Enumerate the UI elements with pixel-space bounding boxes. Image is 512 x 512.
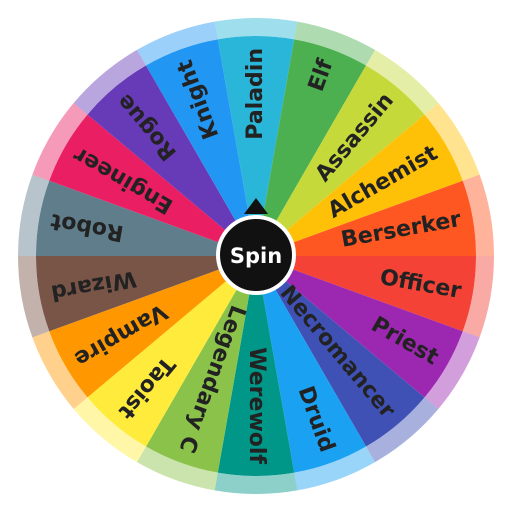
wheel-rim-segment bbox=[462, 256, 494, 338]
wheel-rim-segment bbox=[462, 174, 494, 256]
wheel-rim-segment bbox=[366, 397, 439, 463]
wheel-segment-label: Werewolf bbox=[244, 347, 269, 464]
wheel-segment[interactable] bbox=[87, 256, 257, 447]
wheel-rim-segment bbox=[18, 174, 50, 256]
wheel-segment[interactable] bbox=[256, 256, 463, 398]
wheel-segment[interactable] bbox=[256, 65, 425, 256]
wheel-rim-segment bbox=[214, 472, 298, 495]
wheel-segment[interactable] bbox=[256, 256, 366, 473]
wheel-rim-segment bbox=[294, 21, 375, 66]
wheel-rim-segment bbox=[294, 446, 375, 491]
wheel-segment[interactable] bbox=[146, 256, 256, 473]
wheel-segment[interactable] bbox=[217, 36, 295, 257]
wheel-rim-segment bbox=[214, 18, 298, 40]
wheel-rim-segment bbox=[137, 21, 218, 66]
wheel-segment[interactable] bbox=[256, 180, 476, 256]
wheel-rim-segment bbox=[137, 446, 218, 491]
spin-button[interactable]: Spin bbox=[216, 198, 296, 295]
wheel-rim-segment bbox=[424, 331, 480, 409]
wheel-segment[interactable] bbox=[36, 256, 256, 332]
wheel-segment[interactable] bbox=[49, 114, 256, 256]
wheel-segment[interactable] bbox=[49, 256, 256, 398]
spin-button-label[interactable]: Spin bbox=[230, 244, 282, 268]
wheel-rim-segment bbox=[32, 103, 88, 181]
wheel-segment-label: Paladin bbox=[243, 48, 268, 140]
wheel-segment[interactable] bbox=[146, 39, 256, 257]
wheel-rim-segment bbox=[32, 331, 88, 409]
wheel-rim-segment bbox=[366, 49, 439, 115]
spin-button-circle[interactable] bbox=[216, 215, 296, 295]
wheel-rim bbox=[18, 18, 494, 495]
wheel-segment[interactable] bbox=[256, 39, 366, 257]
wheel-rim-segment bbox=[18, 256, 50, 338]
wheel-rim-segment bbox=[424, 103, 480, 181]
wheel-segment[interactable] bbox=[256, 256, 425, 447]
pointer-icon bbox=[244, 198, 268, 214]
wheel-segments[interactable] bbox=[36, 36, 476, 477]
wheel-segment[interactable] bbox=[36, 180, 256, 256]
wheel-segment[interactable] bbox=[256, 256, 476, 332]
wheel-rim-segment bbox=[73, 49, 146, 115]
wheel-segment[interactable] bbox=[217, 256, 295, 477]
wheel-rim-segment bbox=[73, 397, 146, 463]
wheel-segment[interactable] bbox=[256, 114, 463, 256]
wheel-segment[interactable] bbox=[87, 65, 257, 256]
